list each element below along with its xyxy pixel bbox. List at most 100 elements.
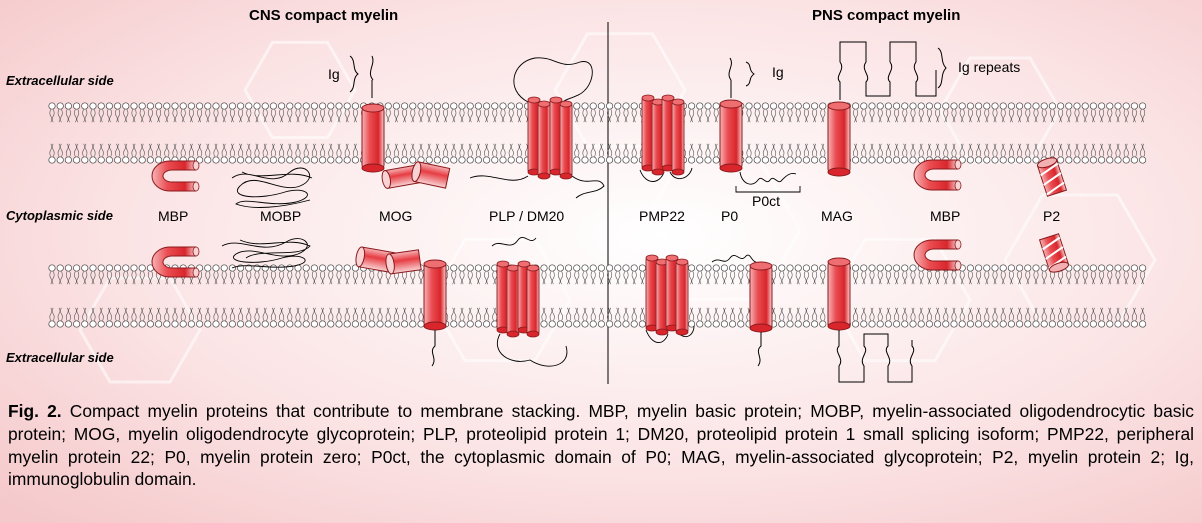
lipid-head (893, 102, 901, 110)
lipid-head (958, 320, 966, 328)
lipid-head (73, 156, 81, 164)
lipid-head (343, 156, 351, 164)
cytoplasmic-side-label: Cytoplasmic side (6, 208, 113, 223)
lipid-head (187, 102, 195, 110)
lipid-head (1106, 102, 1114, 110)
lipid-head (811, 102, 819, 110)
lipid-head (1122, 156, 1130, 164)
lipid-head (688, 102, 696, 110)
lipid-head (704, 156, 712, 164)
lipid-bilayers (48, 102, 1147, 328)
lipid-head (1130, 264, 1138, 272)
lipid-head (163, 102, 171, 110)
lipid-head (893, 264, 901, 272)
lipid-head (983, 320, 991, 328)
lipid-head (278, 320, 286, 328)
lipid-head (999, 264, 1007, 272)
lipid-head (48, 320, 56, 328)
lipid-head (1139, 264, 1147, 272)
lipid-head (179, 102, 187, 110)
lipid-head (483, 156, 491, 164)
lipid-head (220, 320, 228, 328)
lipid-head (458, 320, 466, 328)
lipid-head (893, 320, 901, 328)
lipid-head (56, 264, 64, 272)
lipid-head (630, 264, 638, 272)
lipid-head (622, 156, 630, 164)
lipid-head (1081, 320, 1089, 328)
lipid-head (630, 156, 638, 164)
lipid-head (811, 320, 819, 328)
lipid-head (335, 102, 343, 110)
lipid-head (802, 264, 810, 272)
lipid-head (794, 102, 802, 110)
lipid-head (876, 102, 884, 110)
lipid-head (245, 320, 253, 328)
lipid-head (138, 264, 146, 272)
lipid-head (688, 264, 696, 272)
lipid-head (89, 102, 97, 110)
lipid-head (81, 320, 89, 328)
lipid-head (909, 102, 917, 110)
lipid-head (983, 264, 991, 272)
lipid-head (1106, 320, 1114, 328)
mbp-cns-top-protein (151, 160, 200, 192)
lipid-head (417, 320, 425, 328)
lipid-head (294, 156, 302, 164)
pns-title: PNS compact myelin (812, 7, 961, 24)
lipid-head (1081, 264, 1089, 272)
lipid-head (991, 264, 999, 272)
lipid-head (171, 102, 179, 110)
lipid-head (228, 102, 236, 110)
lipid-head (1024, 102, 1032, 110)
mag-label: MAG (821, 208, 853, 224)
lipid-head (146, 320, 154, 328)
lipid-head (302, 264, 310, 272)
lipid-head (1024, 264, 1032, 272)
plp-dm20-bottom-protein (491, 236, 568, 367)
lipid-head (384, 102, 392, 110)
lipid-head (48, 264, 56, 272)
lipid-head (761, 102, 769, 110)
lipid-head (950, 102, 958, 110)
mobp-bottom-tangle (221, 238, 311, 269)
lipid-head (466, 320, 474, 328)
lipid-head (335, 320, 343, 328)
lipid-head (917, 102, 925, 110)
lipid-head (737, 264, 745, 272)
lipid-head (310, 156, 318, 164)
lipid-head (786, 102, 794, 110)
lipid-head (343, 102, 351, 110)
lipid-head (778, 156, 786, 164)
lipid-head (1081, 102, 1089, 110)
lipid-head (384, 320, 392, 328)
lipid-head (97, 264, 105, 272)
lipid-head (507, 156, 515, 164)
lipid-head (466, 264, 474, 272)
lipid-head (302, 320, 310, 328)
myelin-diagram (48, 22, 1147, 384)
lipid-head (343, 320, 351, 328)
lipid-head (122, 156, 130, 164)
lipid-head (212, 264, 220, 272)
lipid-head (1032, 156, 1040, 164)
mog-ig-label: Ig (328, 66, 340, 82)
lipid-head (204, 320, 212, 328)
lipid-head (753, 102, 761, 110)
lipid-head (712, 102, 720, 110)
mobp-label: MOBP (260, 208, 302, 224)
lipid-head (638, 264, 646, 272)
lipid-head (819, 264, 827, 272)
lipid-head (573, 102, 581, 110)
lipid-head (983, 156, 991, 164)
lipid-head (64, 320, 72, 328)
lipid-head (146, 102, 154, 110)
lipid-head (466, 102, 474, 110)
lipid-head (261, 264, 269, 272)
lipid-head (1089, 264, 1097, 272)
lipid-head (458, 264, 466, 272)
lipid-head (540, 264, 548, 272)
lipid-head (1024, 156, 1032, 164)
lipid-head (409, 102, 417, 110)
lipid-head (786, 264, 794, 272)
